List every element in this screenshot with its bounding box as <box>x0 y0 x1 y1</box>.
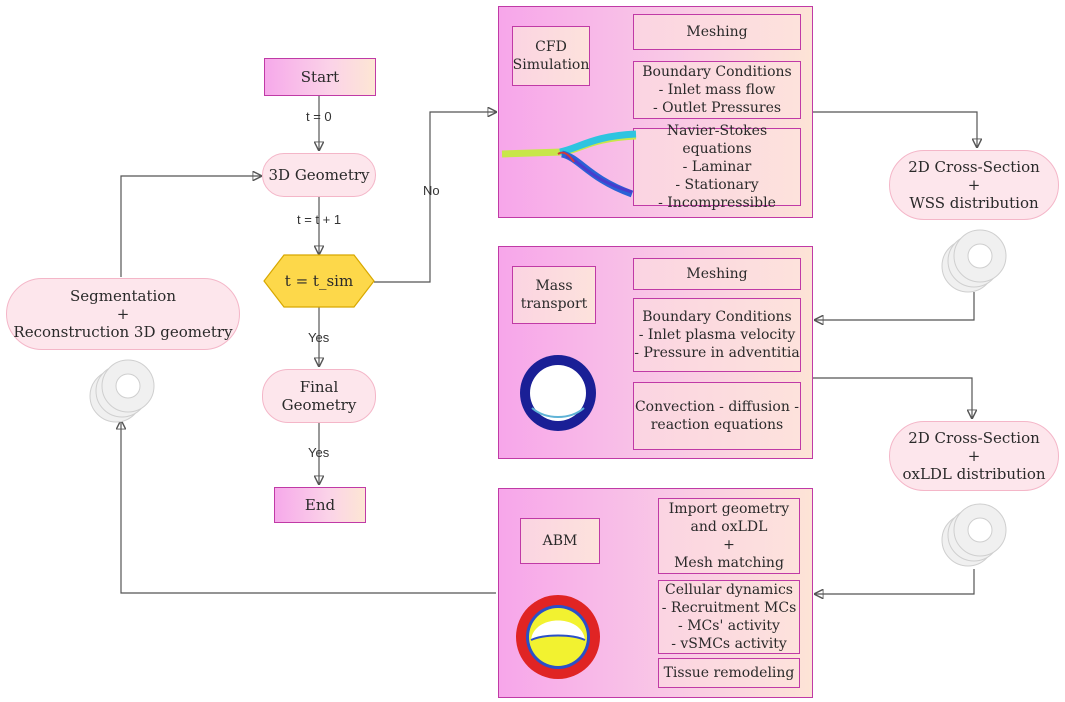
cross-section-stack-icon <box>89 359 155 423</box>
yes-label-2: Yes <box>308 445 330 460</box>
oxldl-output-box: 2D Cross-Section + oxLDL distribution <box>889 421 1059 491</box>
mass-meshing: Meshing <box>633 258 801 290</box>
abm-cross-section-image <box>516 595 600 679</box>
mass-convection-diffusion: Convection - diffusion - reaction equati… <box>633 382 801 450</box>
oxldl-stack-icon <box>941 503 1007 567</box>
cfd-meshing: Meshing <box>633 14 801 50</box>
mass-boundary-conditions: Boundary Conditions - Inlet plasma veloc… <box>633 298 801 372</box>
abm-cellular-dynamics: Cellular dynamics - Recruitment MCs - MC… <box>658 580 800 654</box>
wss-stack-icon <box>941 229 1007 293</box>
segmentation-box: Segmentation + Reconstruction 3D geometr… <box>6 278 240 350</box>
abm-import-geometry: Import geometry and oxLDL + Mesh matchin… <box>658 498 800 574</box>
final-geometry-box: Final Geometry <box>262 369 376 423</box>
yes-label-1: Yes <box>308 330 330 345</box>
cfd-navier-stokes: Navier-Stokes equations - Laminar - Stat… <box>633 123 801 211</box>
artery-bifurcation-image <box>501 130 637 198</box>
mass-transport-title: Mass transport <box>512 266 596 324</box>
cfd-title: CFD Simulation <box>512 26 590 86</box>
t-increment-label: t = t + 1 <box>297 212 342 227</box>
mass-cross-section-image <box>520 355 596 431</box>
t0-label: t = 0 <box>306 109 332 124</box>
abm-tissue-remodeling: Tissue remodeling <box>658 658 800 688</box>
abm-title: ABM <box>520 518 600 564</box>
decision-diamond <box>263 254 375 308</box>
cfd-boundary-conditions: Boundary Conditions - Inlet mass flow - … <box>633 61 801 119</box>
end-box: End <box>274 487 366 523</box>
wss-output-box: 2D Cross-Section + WSS distribution <box>889 150 1059 220</box>
start-box: Start <box>264 58 376 96</box>
decision-label: t = t_sim <box>284 272 354 290</box>
geometry-box: 3D Geometry <box>262 153 376 197</box>
no-label: No <box>423 183 440 198</box>
